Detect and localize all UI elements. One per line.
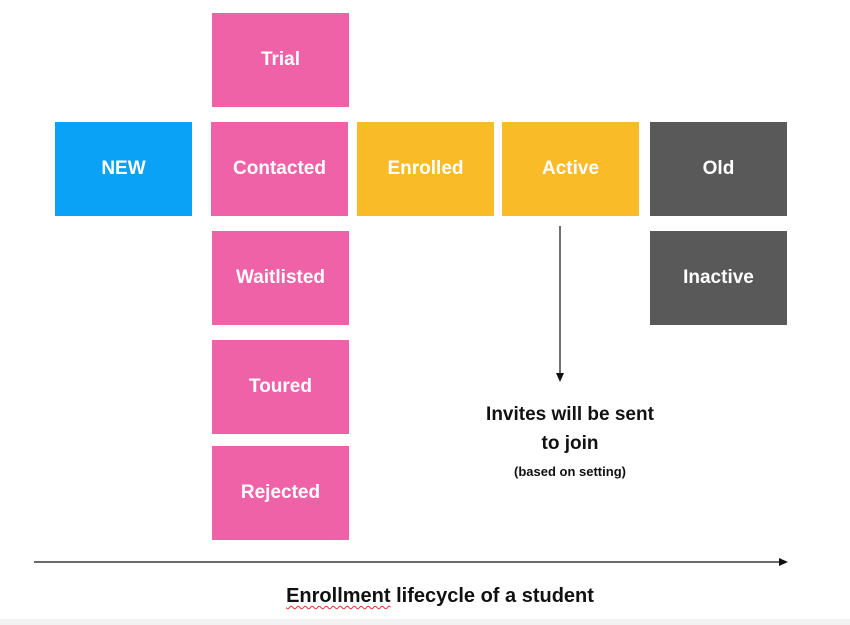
stage-enrolled: Enrolled xyxy=(357,122,494,216)
timeline-label-rest: lifecycle of a student xyxy=(390,585,594,607)
active-to-invite-arrow-head xyxy=(556,373,564,382)
stage-rejected: Rejected xyxy=(212,446,349,540)
bottom-edge-strip xyxy=(0,619,850,625)
timeline-label-first-word: Enrollment xyxy=(286,585,391,607)
stage-toured: Toured xyxy=(212,340,349,434)
stage-rejected-label: Rejected xyxy=(240,482,321,503)
timeline-label: Enrollment lifecycle of a student xyxy=(0,585,850,608)
invite-note-line2: to join xyxy=(541,433,599,454)
stage-contacted: Contacted xyxy=(211,122,348,216)
stage-inactive-label: Inactive xyxy=(683,267,754,288)
stage-waitlisted-label: Waitlisted xyxy=(235,267,326,288)
stage-enrolled-label: Enrolled xyxy=(387,158,464,179)
stage-inactive: Inactive xyxy=(650,231,787,325)
invite-note-line1: Invites will be sent xyxy=(486,404,654,425)
invite-note: Invites will be sent to join xyxy=(440,400,700,458)
stage-new: NEW xyxy=(55,122,192,216)
stage-old-label: Old xyxy=(702,158,735,179)
stage-waitlisted: Waitlisted xyxy=(212,231,349,325)
stage-contacted-label: Contacted xyxy=(233,158,326,179)
stage-trial: Trial xyxy=(212,13,349,107)
timeline-arrow-head xyxy=(779,558,788,566)
stage-trial-label: Trial xyxy=(260,49,301,70)
stage-new-label: NEW xyxy=(101,158,146,179)
stage-toured-label: Toured xyxy=(249,376,312,397)
stage-active-label: Active xyxy=(541,158,600,179)
stage-old: Old xyxy=(650,122,787,216)
stage-active: Active xyxy=(502,122,639,216)
invite-note-detail: (based on setting) xyxy=(514,464,626,479)
